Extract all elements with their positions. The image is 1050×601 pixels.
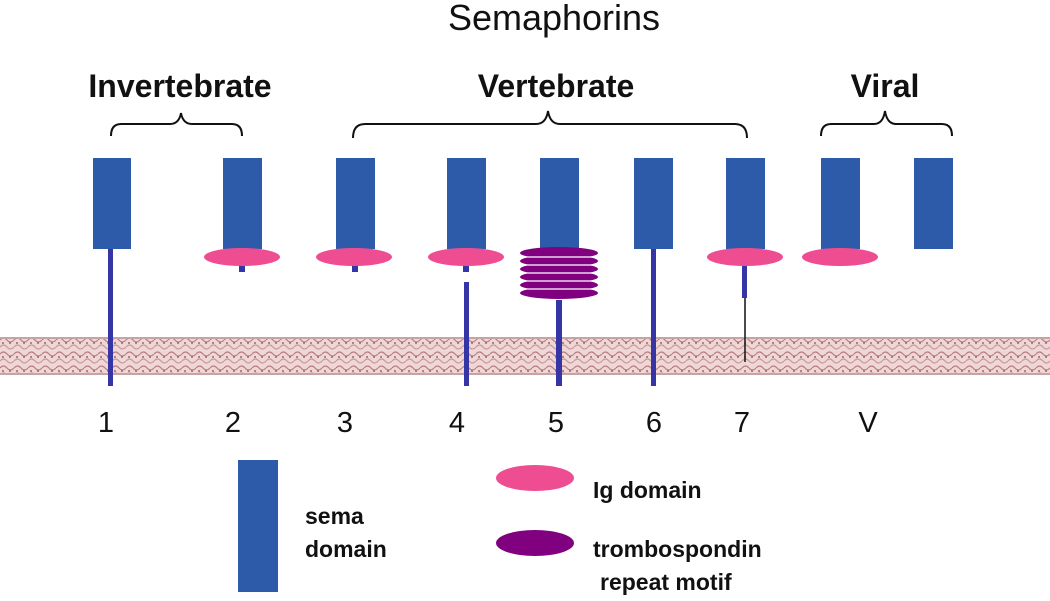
legend-sema-swatch bbox=[238, 460, 278, 592]
brace-viral bbox=[820, 110, 953, 137]
stalk bbox=[556, 300, 562, 386]
trombospondin-repeat bbox=[520, 287, 598, 299]
ig-domain bbox=[707, 248, 783, 266]
legend-tsr-swatch bbox=[496, 530, 574, 556]
class-label-7: 7 bbox=[734, 407, 750, 439]
legend-ig-label: Ig domain bbox=[593, 477, 702, 503]
brace-invertebrate bbox=[110, 112, 243, 137]
class-label-1: 1 bbox=[98, 407, 114, 439]
group-label-viral: Viral bbox=[851, 68, 920, 104]
stalk bbox=[742, 262, 747, 298]
sema-domain bbox=[540, 158, 579, 249]
sema-domain bbox=[821, 158, 860, 249]
sema-domain bbox=[447, 158, 486, 249]
legend-ig-swatch bbox=[496, 465, 574, 491]
class-label-viral: V bbox=[858, 407, 878, 439]
group-label-invertebrate: Invertebrate bbox=[88, 68, 271, 104]
semaphorin-3 bbox=[316, 158, 392, 272]
legend-tsr-label-line2: repeat motif bbox=[600, 569, 732, 595]
semaphorin-2 bbox=[204, 158, 280, 272]
class-label-5: 5 bbox=[548, 407, 564, 439]
ig-domain bbox=[204, 248, 280, 266]
class-label-4: 4 bbox=[449, 407, 465, 439]
sema-domain bbox=[223, 158, 262, 249]
semaphorin-7 bbox=[707, 158, 783, 362]
class-label-6: 6 bbox=[646, 407, 662, 439]
ig-domain bbox=[802, 248, 878, 266]
ig-domain bbox=[316, 248, 392, 266]
semaphorin-4 bbox=[428, 158, 504, 386]
sema-domain bbox=[634, 158, 673, 249]
legend-sema-label-line1: sema bbox=[305, 503, 364, 529]
stalk bbox=[108, 248, 113, 386]
ig-domain bbox=[428, 248, 504, 266]
cell-membrane bbox=[0, 337, 1050, 375]
legend-tsr-label-line1: trombospondin bbox=[593, 536, 762, 562]
legend-sema-label-line2: domain bbox=[305, 536, 387, 562]
stalk bbox=[651, 248, 656, 386]
sema-domain bbox=[336, 158, 375, 249]
semaphorin-viral-2 bbox=[914, 158, 953, 249]
legend: sema domain Ig domain trombospondin repe… bbox=[238, 460, 762, 595]
semaphorin-viral-1 bbox=[802, 158, 878, 266]
semaphorin-5 bbox=[520, 158, 598, 386]
semaphorin-6 bbox=[634, 158, 673, 386]
sema-domain bbox=[726, 158, 765, 249]
diagram-title: Semaphorins bbox=[448, 0, 660, 38]
stalk-lower bbox=[464, 282, 469, 386]
semaphorin-1 bbox=[93, 158, 131, 386]
group-label-vertebrate: Vertebrate bbox=[478, 68, 635, 104]
class-label-2: 2 bbox=[225, 407, 241, 439]
sema-domain bbox=[93, 158, 131, 249]
class-label-3: 3 bbox=[337, 407, 353, 439]
brace-vertebrate bbox=[352, 110, 748, 139]
sema-domain bbox=[914, 158, 953, 249]
